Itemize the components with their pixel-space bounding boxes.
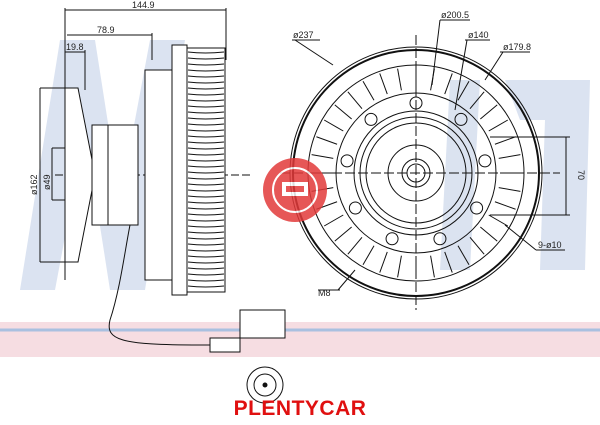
fin-line <box>187 261 225 264</box>
vane-line <box>362 245 375 266</box>
dim-diameter-200: ø200.5 <box>441 10 469 20</box>
pink-band <box>0 322 600 357</box>
vane-line <box>334 104 352 120</box>
fin-line <box>187 225 225 228</box>
fin-line <box>187 285 225 288</box>
vane-line <box>347 91 363 109</box>
dim-diameter-179: ø179.8 <box>503 42 531 52</box>
vane-line <box>498 154 521 159</box>
fin-line <box>187 189 225 192</box>
vane-line <box>480 226 498 242</box>
vane-line <box>347 237 363 255</box>
bolt-hole <box>433 232 447 246</box>
bolt-hole <box>385 232 399 246</box>
fin-line <box>187 213 225 216</box>
fin-line <box>187 51 225 54</box>
bolt-hole <box>340 154 354 168</box>
vane-line <box>480 104 498 120</box>
front-view <box>280 19 570 310</box>
fin-line <box>187 183 225 186</box>
fin-line <box>187 117 225 120</box>
fin-line <box>187 141 225 144</box>
bolt-hole <box>348 201 362 215</box>
fin-line <box>187 87 225 90</box>
fin-line <box>187 135 225 138</box>
fin-line <box>187 231 225 234</box>
bolt-hole <box>478 154 492 168</box>
fin-line <box>187 123 225 126</box>
vane-line <box>488 119 509 132</box>
dim-outer-diameter: ø162 <box>29 174 39 195</box>
fin-line <box>187 177 225 180</box>
fin-line <box>187 159 225 162</box>
fin-line <box>187 207 225 210</box>
vane-line <box>494 136 516 145</box>
fin-line <box>187 93 225 96</box>
fin-line <box>187 75 225 78</box>
fin-line <box>187 111 225 114</box>
fin-line <box>187 171 225 174</box>
vane-line <box>498 187 521 192</box>
vane-line <box>323 214 344 227</box>
vane-line <box>457 80 470 101</box>
vane-line <box>494 201 516 210</box>
vane-line <box>362 80 375 101</box>
vane-line <box>334 226 352 242</box>
vane-line <box>430 255 435 278</box>
fin-line <box>187 57 225 60</box>
fin-line <box>187 237 225 240</box>
fin-line <box>187 63 225 66</box>
bolt-hole <box>364 112 378 126</box>
dim-mid-length: 78.9 <box>97 25 115 35</box>
vane-line <box>444 251 453 273</box>
dim-flange-length: 19.8 <box>66 42 84 52</box>
dim-diameter-140: ø140 <box>468 30 489 40</box>
fin-line <box>187 153 225 156</box>
vane-line <box>457 245 470 266</box>
fin-line <box>187 69 225 72</box>
vane-line <box>311 154 334 159</box>
vane-line <box>397 68 402 91</box>
dim-holes: 9-ø10 <box>538 240 562 250</box>
vane-line <box>469 237 485 255</box>
vane-line <box>488 214 509 227</box>
fin-line <box>187 99 225 102</box>
bolt-hole <box>454 112 468 126</box>
brand-label: PLENTYCAR <box>233 397 367 420</box>
vane-line <box>379 73 388 95</box>
vane-line <box>316 136 338 145</box>
fin-line <box>187 147 225 150</box>
plentycar-stamp <box>263 158 327 222</box>
side-view <box>39 8 286 404</box>
bolt-hole <box>470 201 484 215</box>
fin-line <box>187 129 225 132</box>
dim-hub-diameter: ø49 <box>42 174 52 190</box>
fin-line <box>187 279 225 282</box>
dim-thread: M8 <box>318 288 331 298</box>
vane-line <box>379 251 388 273</box>
vane-line <box>323 119 344 132</box>
fin-line <box>187 201 225 204</box>
dim-height-70: 70 <box>576 170 586 180</box>
fin-line <box>187 255 225 258</box>
fin-line <box>187 81 225 84</box>
fin-line <box>187 273 225 276</box>
fin-line <box>187 165 225 168</box>
vane-line <box>397 255 402 278</box>
dim-overall-length: 144.9 <box>132 0 155 10</box>
fin-line <box>187 267 225 270</box>
fin-line <box>187 243 225 246</box>
dim-outer-diameter-237: ø237 <box>293 30 314 40</box>
fin-line <box>187 105 225 108</box>
vane-line <box>444 73 453 95</box>
vane-line <box>469 91 485 109</box>
fin-line <box>187 249 225 252</box>
fin-line <box>187 219 225 222</box>
fin-line <box>187 195 225 198</box>
